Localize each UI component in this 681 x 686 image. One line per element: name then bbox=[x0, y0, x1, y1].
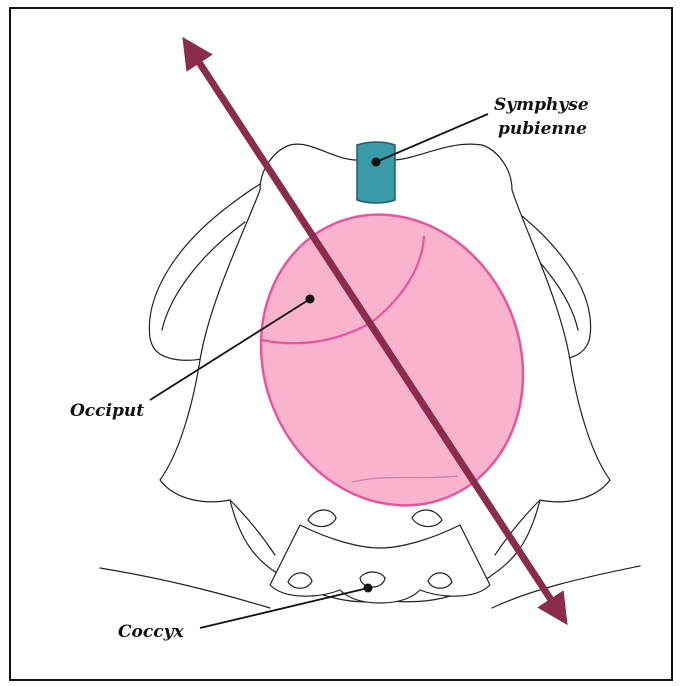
occiput-label: Occiput bbox=[70, 401, 144, 421]
coccyx-marker-dot bbox=[364, 584, 373, 593]
coccyx-leader-line bbox=[200, 588, 368, 628]
coccyx-bone bbox=[360, 572, 385, 587]
symphyse-label-line1: Symphyse bbox=[494, 95, 589, 115]
symphyse-label-line2: pubienne bbox=[498, 119, 587, 139]
sacral-foramen-right-lower bbox=[428, 573, 452, 588]
right-floor-line bbox=[492, 566, 640, 608]
symphysis-pubis bbox=[357, 142, 395, 203]
coccyx-label: Coccyx bbox=[118, 622, 184, 642]
symphyse-marker-dot bbox=[372, 158, 381, 167]
left-floor-line bbox=[100, 568, 270, 608]
symphysis-pubis-shape bbox=[357, 142, 395, 203]
occiput-marker-dot bbox=[306, 295, 315, 304]
